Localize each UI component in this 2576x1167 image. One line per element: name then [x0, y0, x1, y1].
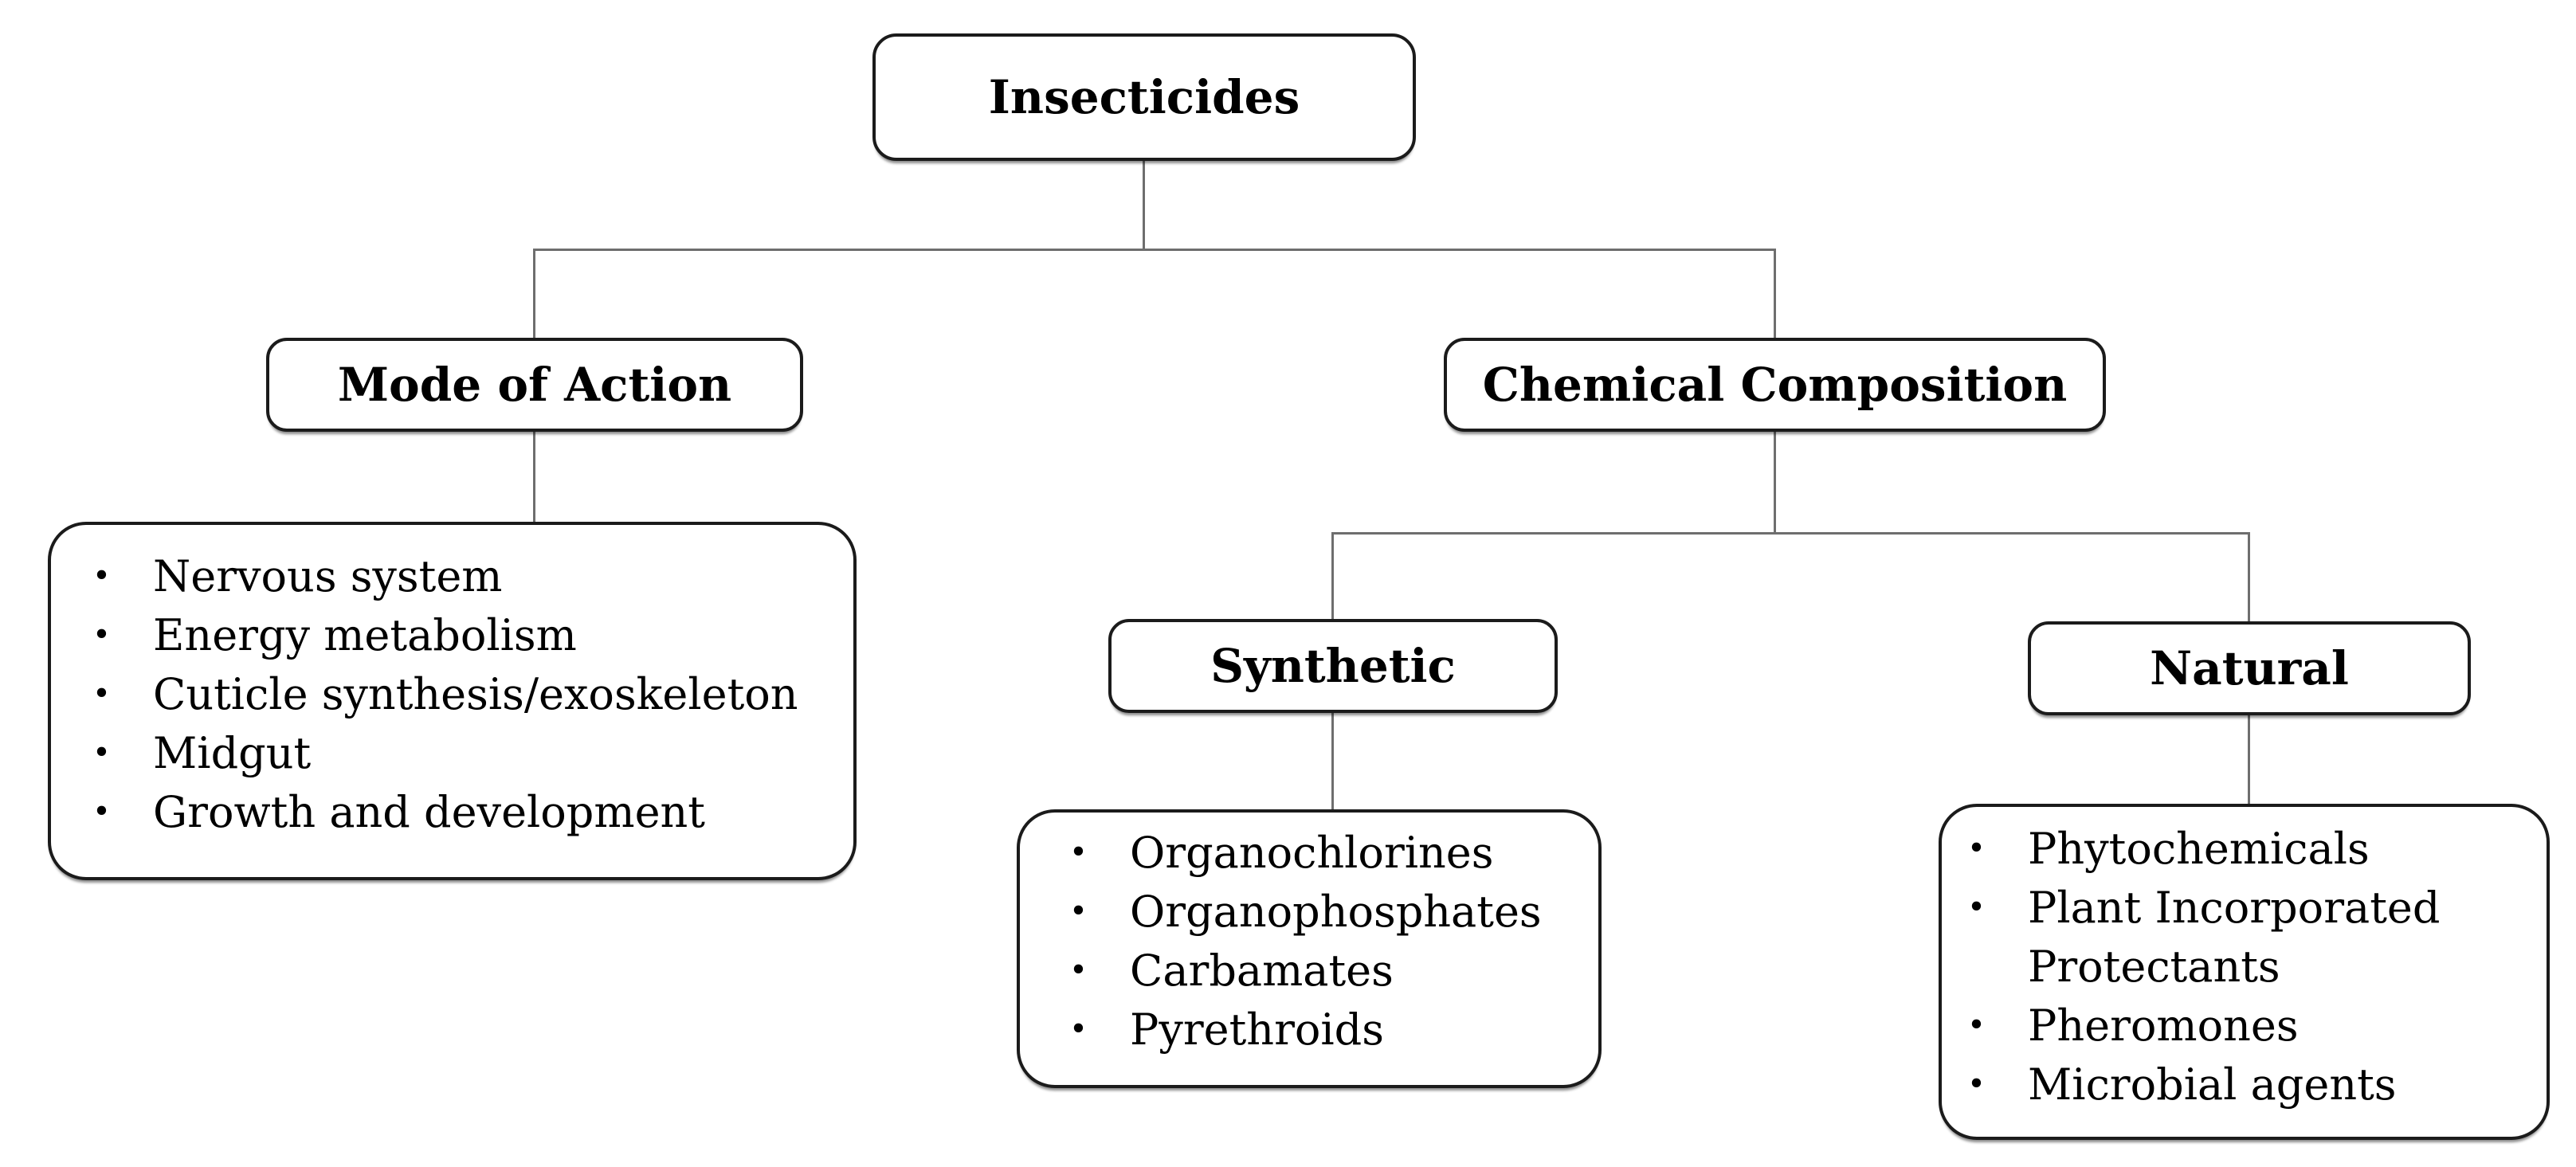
bullet-icon: • — [92, 558, 111, 594]
list-item-label: Midgut — [153, 728, 312, 778]
list-item-label: Microbial agents — [2028, 1059, 2397, 1110]
synthetic-list: • Organochlorines • Organophosphates • C… — [1066, 824, 1582, 1059]
node-mode-of-action-label: Mode of Action — [337, 358, 732, 412]
list-item: • Energy metabolism — [89, 606, 837, 665]
bullet-icon: • — [92, 676, 111, 712]
mode-of-action-items-box: • Nervous system • Energy metabolism • C… — [48, 522, 857, 880]
node-chemical-composition-label: Chemical Composition — [1482, 358, 2068, 412]
node-natural-label: Natural — [2150, 641, 2349, 695]
list-item: • Organophosphates — [1066, 883, 1582, 942]
node-synthetic-label: Synthetic — [1210, 639, 1456, 693]
bullet-icon: • — [1069, 953, 1088, 989]
connector-synthetic-drop — [1331, 532, 1334, 621]
connector-mode-of-action-list — [533, 430, 535, 523]
list-item-label: Pheromones — [2028, 1001, 2299, 1051]
connector-mode-of-action-drop — [533, 249, 535, 339]
list-item-label: Plant Incorporated Protectants — [2028, 883, 2441, 992]
list-item: • Growth and development — [89, 783, 837, 842]
list-item: • Nervous system — [89, 547, 837, 606]
node-synthetic: Synthetic — [1108, 619, 1558, 713]
bullet-icon: • — [1967, 890, 1986, 926]
list-item-label: Cuticle synthesis/exoskeleton — [153, 669, 798, 719]
list-item: • Pheromones — [1964, 997, 2531, 1055]
node-mode-of-action: Mode of Action — [266, 338, 803, 432]
bullet-icon: • — [1069, 894, 1088, 930]
list-item: • Pyrethroids — [1066, 1001, 1582, 1059]
connector-level1-horizontal — [535, 249, 1776, 251]
node-chemical-composition: Chemical Composition — [1444, 338, 2106, 432]
synthetic-items-box: • Organochlorines • Organophosphates • C… — [1017, 809, 1602, 1088]
list-item: • Plant Incorporated Protectants — [1964, 879, 2531, 997]
bullet-icon: • — [92, 794, 111, 830]
connector-natural-drop — [2248, 532, 2250, 623]
list-item-label: Energy metabolism — [153, 610, 577, 660]
list-item: • Organochlorines — [1066, 824, 1582, 883]
bullet-icon: • — [1967, 831, 1986, 867]
bullet-icon: • — [1069, 835, 1088, 871]
list-item: • Microbial agents — [1964, 1055, 2531, 1114]
list-item-label: Pyrethroids — [1130, 1004, 1384, 1055]
list-item: • Carbamates — [1066, 942, 1582, 1001]
list-item: • Cuticle synthesis/exoskeleton — [89, 665, 837, 724]
list-item-label: Growth and development — [153, 787, 706, 837]
connector-level2-horizontal — [1331, 532, 2250, 535]
natural-list: • Phytochemicals • Plant Incorporated Pr… — [1964, 820, 2531, 1114]
mode-of-action-list: • Nervous system • Energy metabolism • C… — [89, 547, 837, 842]
bullet-icon: • — [92, 735, 111, 771]
connector-chemical-comp-drop — [1774, 249, 1776, 339]
connector-chemical-comp-stem — [1774, 430, 1776, 534]
list-item-label: Organochlorines — [1130, 828, 1494, 878]
list-item-label: Organophosphates — [1130, 887, 1542, 937]
connector-synthetic-list — [1331, 711, 1334, 811]
bullet-icon: • — [1967, 1067, 1986, 1102]
natural-items-box: • Phytochemicals • Plant Incorporated Pr… — [1939, 804, 2550, 1140]
node-insecticides: Insecticides — [872, 33, 1416, 161]
list-item-label: Phytochemicals — [2028, 824, 2370, 874]
node-natural: Natural — [2028, 621, 2471, 715]
connector-natural-list — [2248, 714, 2250, 805]
bullet-icon: • — [1967, 1008, 1986, 1044]
bullet-icon: • — [1069, 1012, 1088, 1048]
list-item-label: Nervous system — [153, 551, 503, 601]
list-item-label: Carbamates — [1130, 946, 1394, 996]
list-item: • Phytochemicals — [1964, 820, 2531, 879]
connector-root-stem — [1143, 159, 1145, 250]
node-insecticides-label: Insecticides — [988, 70, 1300, 124]
list-item: • Midgut — [89, 724, 837, 783]
bullet-icon: • — [92, 617, 111, 653]
